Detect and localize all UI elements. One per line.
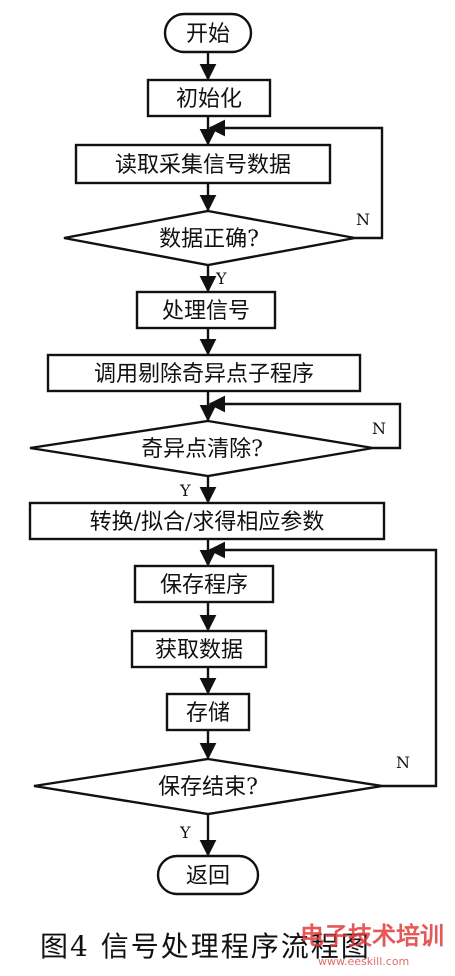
svg-text:数据正确?: 数据正确? <box>159 227 259 252</box>
label-yes-data: Y <box>215 269 227 288</box>
get-data-node: 获取数据 <box>130 629 268 669</box>
call-sub-node: 调用剔除奇异点子程序 <box>46 353 362 393</box>
label-no-outlier: N <box>372 419 386 438</box>
svg-text:调用剔除奇异点子程序: 调用剔除奇异点子程序 <box>94 362 314 387</box>
check-data-decision: 数据正确? <box>63 209 356 267</box>
label-no-data: N <box>356 210 370 229</box>
check-save-decision: 保存结束? <box>33 757 383 816</box>
read-node: 读取采集信号数据 <box>74 143 332 185</box>
loop-no-data <box>208 119 384 240</box>
svg-text:返回: 返回 <box>186 864 230 889</box>
svg-text:保存结束?: 保存结束? <box>158 775 258 800</box>
svg-text:奇异点清除?: 奇异点清除? <box>141 437 263 462</box>
loop-no-save <box>208 541 438 788</box>
label-yes-outlier: Y <box>179 481 191 500</box>
label-yes-save: Y <box>179 823 191 842</box>
svg-text:处理信号: 处理信号 <box>162 299 250 324</box>
label-no-save: N <box>396 753 410 772</box>
init-node: 初始化 <box>146 78 272 118</box>
svg-text:电子技术培训: 电子技术培训 <box>300 922 444 950</box>
process-node: 处理信号 <box>135 290 277 330</box>
svg-text:读取采集信号数据: 读取采集信号数据 <box>115 153 291 178</box>
svg-text:www.eeskill.com: www.eeskill.com <box>318 955 409 968</box>
svg-text:开始: 开始 <box>186 22 230 47</box>
svg-text:初始化: 初始化 <box>176 87 242 112</box>
svg-text:获取数据: 获取数据 <box>155 638 243 663</box>
svg-text:转换/拟合/求得相应参数: 转换/拟合/求得相应参数 <box>90 510 325 535</box>
svg-text:保存程序: 保存程序 <box>160 573 248 598</box>
svg-text:存储: 存储 <box>186 701 230 726</box>
watermark: 电子技术培训 www.eeskill.com <box>300 922 444 968</box>
save-prog-node: 保存程序 <box>133 564 275 604</box>
return-node: 返回 <box>156 854 260 896</box>
figure-caption: 图4 信号处理程序流程图 <box>40 930 371 963</box>
loop-no-outlier <box>208 395 402 450</box>
store-node: 存储 <box>165 692 251 732</box>
convert-node: 转换/拟合/求得相应参数 <box>28 501 386 541</box>
start-node: 开始 <box>163 12 253 54</box>
check-outlier-decision: 奇异点清除? <box>29 419 374 478</box>
